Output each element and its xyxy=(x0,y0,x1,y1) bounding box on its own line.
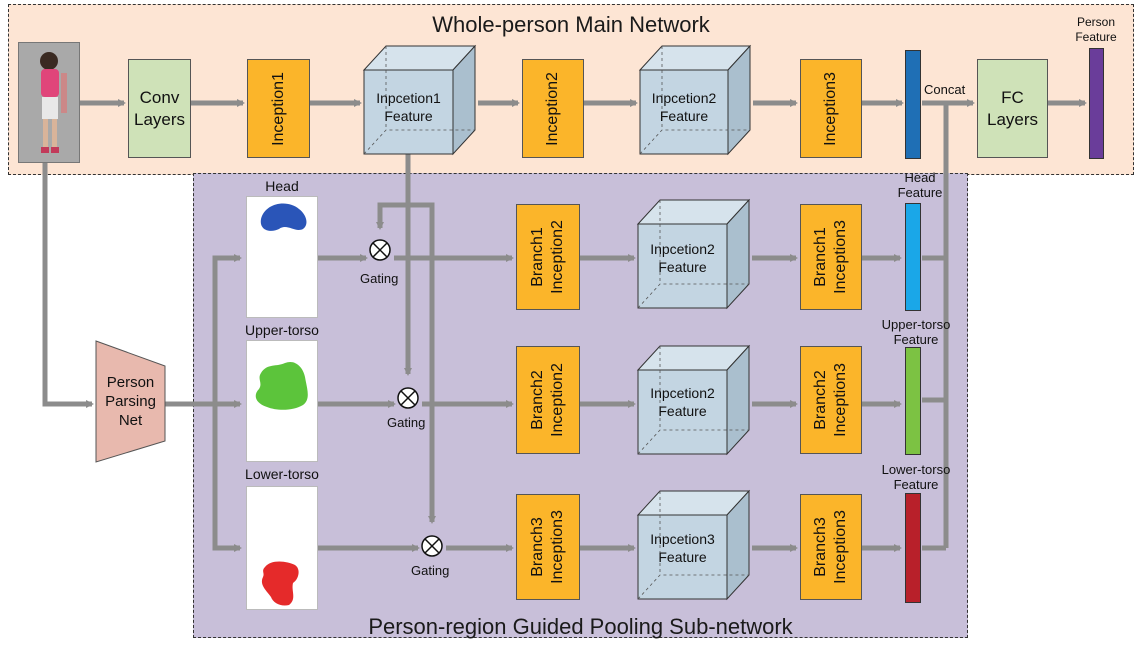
head-feature-line1: Head xyxy=(904,170,936,185)
conv-layers-line2: Layers xyxy=(133,109,186,129)
head-mask-image xyxy=(246,196,318,318)
branch2-feature-line2: Feature xyxy=(658,403,707,419)
lower-torso-mask-icon xyxy=(261,561,299,606)
branch1-inception2-line2: Inception2 xyxy=(549,220,566,294)
lower-torso-feature-label: Lower-torso Feature xyxy=(870,462,962,492)
inception2-feature-label: Inpcetion2 Feature xyxy=(640,89,728,125)
head-mask-label: Head xyxy=(265,178,299,194)
branch2-inception2-box: Branch2 Inception2 xyxy=(516,346,580,454)
gating-label-2: Gating xyxy=(387,415,426,430)
head-feature-label: Head Feature xyxy=(880,170,960,200)
inception3-label: Inception3 xyxy=(822,71,839,146)
upper-torso-mask-icon xyxy=(255,361,308,410)
parsing-line1: Person xyxy=(106,374,155,391)
branch1-inception3-line1: Branch1 xyxy=(812,227,829,287)
branch3-inception3-line1: Branch3 xyxy=(529,517,546,577)
gating-operator-icon-3 xyxy=(421,535,443,557)
inception1-feature-label: Inpcetion1 Feature xyxy=(364,89,453,125)
lower-torso-feature-line2: Feature xyxy=(893,477,939,492)
branch2-inception3-box: Branch2 Inception3 xyxy=(800,346,862,454)
gating-operator-icon-2 xyxy=(397,387,419,409)
parsing-line3: Net xyxy=(118,412,143,429)
upper-torso-feature-line2: Feature xyxy=(893,332,939,347)
inception2-label: Inception2 xyxy=(544,71,561,146)
branch2-inception3-label: Branch2 Inception3 xyxy=(811,363,851,437)
branch2-inception2-label: Branch2 Inception2 xyxy=(528,363,568,437)
main-feature-bar xyxy=(905,50,921,159)
head-mask-icon xyxy=(260,203,307,231)
person-silhouette-icon xyxy=(19,43,79,162)
branch2-inception2-line2: Inception2 xyxy=(549,363,566,437)
branch2-inception3-line2: Inception3 xyxy=(832,363,849,437)
upper-torso-mask-image xyxy=(246,340,318,462)
branch1-inception2-box: Branch1 Inception2 xyxy=(516,204,580,310)
head-feature-bar xyxy=(905,203,921,311)
fc-layers-line2: Layers xyxy=(986,109,1039,129)
head-feature-line2: Feature xyxy=(897,185,943,200)
upper-torso-feature-line1: Upper-torso xyxy=(881,317,951,332)
branch1-inception2-label: Branch1 Inception2 xyxy=(528,220,568,294)
concat-label: Concat xyxy=(924,82,966,97)
branch3-feature-label: Inpcetion3 Feature xyxy=(638,530,727,566)
lower-torso-feature-bar xyxy=(905,493,921,603)
branch1-inception3-box: Branch1 Inception3 xyxy=(800,204,862,310)
gating-label-1: Gating xyxy=(360,271,399,286)
branch1-feature-cube xyxy=(636,198,751,310)
inception2-feature-line1: Inpcetion2 xyxy=(651,90,717,106)
branch3-inception3-line2: Inception3 xyxy=(549,510,566,584)
gating-operator-icon-1 xyxy=(369,239,391,261)
conv-layers-box: Conv Layers xyxy=(128,59,191,158)
inception1-feature-line1: Inpcetion1 xyxy=(376,90,441,106)
fc-layers-box: FC Layers xyxy=(977,59,1048,158)
sub-network-title: Person-region Guided Pooling Sub-network xyxy=(368,614,793,639)
branch2-feature-line1: Inpcetion2 xyxy=(650,385,715,401)
conv-layers-line1: Conv xyxy=(139,87,180,107)
lower-torso-mask-image xyxy=(246,486,318,610)
inception1-label: Inception1 xyxy=(269,71,287,146)
person-feature-bar xyxy=(1089,48,1104,159)
branch1-inception3-line2: Inception3 xyxy=(832,220,849,294)
upper-torso-mask-label: Upper-torso xyxy=(245,322,319,338)
person-feature-line1: Person xyxy=(1076,15,1116,29)
input-person-image xyxy=(18,42,80,163)
main-network-title: Whole-person Main Network xyxy=(432,12,710,37)
branch2-feature-label: Inpcetion2 Feature xyxy=(638,384,727,420)
lower-torso-feature-line1: Lower-torso xyxy=(881,462,951,477)
lower-torso-mask-label: Lower-torso xyxy=(245,466,319,482)
branch3-inception3-box: Branch3 Inception3 xyxy=(516,494,580,600)
gating-label-3: Gating xyxy=(411,563,450,578)
inception3-box: Inception3 xyxy=(800,59,862,158)
upper-torso-feature-bar xyxy=(905,347,921,455)
fc-layers-line1: FC xyxy=(1001,87,1024,107)
branch3-feature-line2: Feature xyxy=(658,549,707,565)
branch3-inception3b-line2: Inception3 xyxy=(832,510,849,584)
branch1-feature-line1: Inpcetion2 xyxy=(650,241,715,257)
branch2-inception3-line1: Branch2 xyxy=(812,370,829,430)
branch3-feature-line1: Inpcetion3 xyxy=(650,531,715,547)
inception2-box: Inception2 xyxy=(522,59,584,158)
branch1-inception3-label: Branch1 Inception3 xyxy=(811,220,851,294)
upper-torso-feature-label: Upper-torso Feature xyxy=(870,317,962,347)
branch3-inception3b-line1: Branch3 xyxy=(812,517,829,577)
branch3-inception3b-box: Branch3 Inception3 xyxy=(800,494,862,600)
inception1-feature-line2: Feature xyxy=(384,108,433,124)
parsing-line2: Parsing xyxy=(105,393,156,410)
branch1-feature-line2: Feature xyxy=(658,259,707,275)
branch3-inception3-label: Branch3 Inception3 xyxy=(528,510,568,584)
person-parsing-net-shape xyxy=(95,340,166,463)
inception2-feature-line2: Feature xyxy=(659,108,709,124)
branch1-inception2-line1: Branch1 xyxy=(529,227,546,287)
branch2-inception2-line1: Branch2 xyxy=(529,370,546,430)
inception1-box: Inception1 xyxy=(247,59,310,158)
branch3-inception3b-label: Branch3 Inception3 xyxy=(811,510,851,584)
person-feature-line2: Feature xyxy=(1075,30,1117,44)
person-feature-label: Person Feature xyxy=(1068,15,1124,45)
person-parsing-net-label: Person Parsing Net xyxy=(96,373,165,430)
branch1-feature-label: Inpcetion2 Feature xyxy=(638,240,727,276)
